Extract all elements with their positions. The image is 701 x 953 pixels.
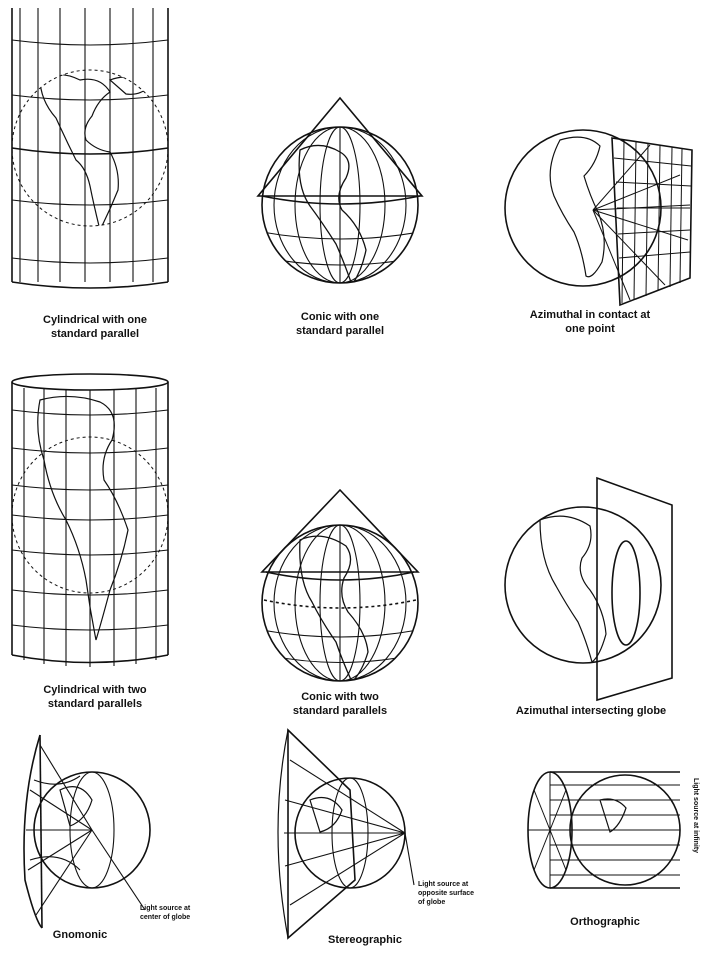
azimuthal-contact-figure	[505, 130, 692, 305]
caption-line: standard parallel	[10, 327, 180, 341]
annotation-stereo-light: Light source at opposite surface of glob…	[418, 880, 498, 907]
caption-azimuthal-intersecting: Azimuthal intersecting globe	[486, 704, 696, 718]
orthographic-figure	[528, 772, 680, 888]
caption-line: Azimuthal intersecting globe	[486, 704, 696, 718]
gnomonic-figure	[24, 735, 150, 928]
conic-one-parallel-figure	[258, 98, 422, 290]
cylindrical-two-parallels-figure	[12, 374, 168, 667]
cylindrical-one-parallel-figure	[12, 8, 168, 288]
caption-line: Azimuthal in contact at	[500, 308, 680, 322]
caption-conic-two: Conic with two standard parallels	[255, 690, 425, 718]
stereographic-figure	[278, 730, 414, 938]
caption-line: Cylindrical with one	[10, 313, 180, 327]
annotation-line: Light source at	[418, 880, 498, 889]
caption-line: Conic with two	[255, 690, 425, 704]
annotation-line: of globe	[418, 898, 498, 907]
annotation-ortho-light: Light source at infinity	[692, 778, 699, 853]
caption-cylindrical-two: Cylindrical with two standard parallels	[10, 683, 180, 711]
caption-line: standard parallels	[10, 697, 180, 711]
caption-orthographic: Orthographic	[550, 915, 660, 929]
caption-line: Cylindrical with two	[10, 683, 180, 697]
caption-line: Conic with one	[255, 310, 425, 324]
caption-line: standard parallel	[255, 324, 425, 338]
caption-azimuthal-contact: Azimuthal in contact at one point	[500, 308, 680, 336]
annotation-line: Light source at	[140, 904, 220, 913]
caption-line: Gnomonic	[35, 928, 125, 942]
caption-gnomonic: Gnomonic	[35, 928, 125, 942]
caption-stereographic: Stereographic	[305, 933, 425, 947]
annotation-line: opposite surface	[418, 889, 498, 898]
caption-line: Stereographic	[305, 933, 425, 947]
caption-line: one point	[500, 322, 680, 336]
caption-cylindrical-one: Cylindrical with one standard parallel	[10, 313, 180, 341]
caption-line: standard parallels	[255, 704, 425, 718]
caption-conic-one: Conic with one standard parallel	[255, 310, 425, 338]
annotation-line: center of globe	[140, 913, 220, 922]
conic-two-parallels-figure	[262, 490, 418, 690]
annotation-gnomonic-light: Light source at center of globe	[140, 904, 220, 922]
caption-line: Orthographic	[550, 915, 660, 929]
azimuthal-intersecting-figure	[505, 478, 672, 700]
